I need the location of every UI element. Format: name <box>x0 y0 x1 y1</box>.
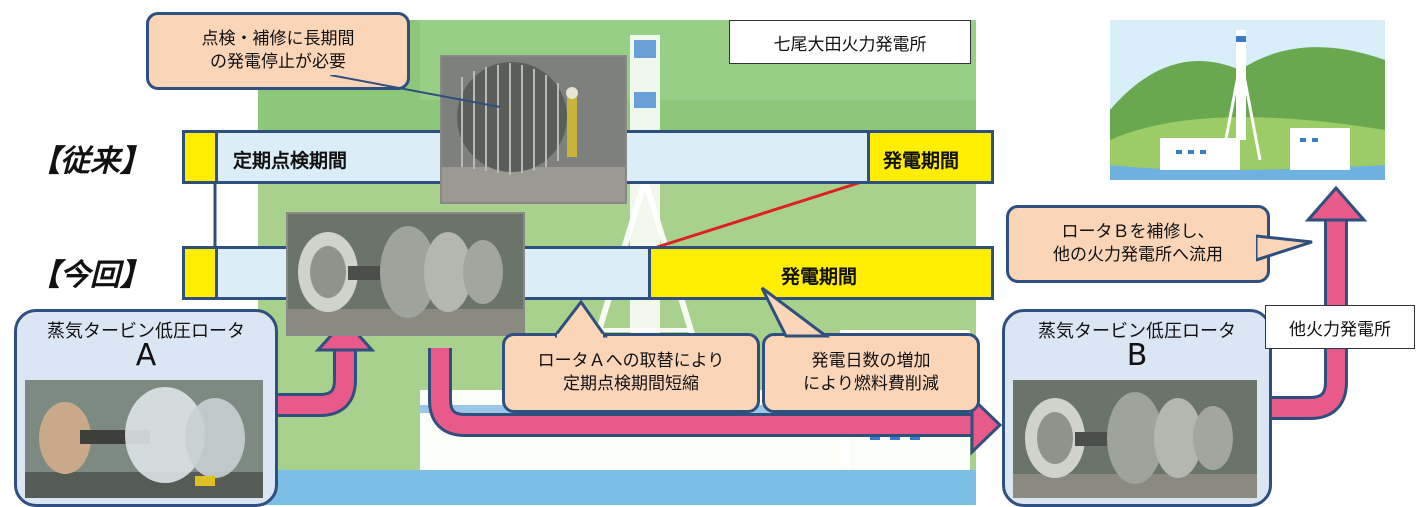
callout-fuel-saving-line-1: 発電日数の増加 <box>811 351 931 372</box>
callout-repair-reuse-line-2: 他の火力発電所へ流用 <box>1053 245 1223 265</box>
era-now-label: 【今回】 <box>30 258 150 293</box>
timeline-now: 発電期間 <box>182 246 994 300</box>
new-rotor-photo <box>286 212 525 336</box>
timeline-before-generation-label: 発電期間 <box>883 150 960 172</box>
timeline-before-start-segment <box>185 133 218 181</box>
callout-shortened-pointer <box>555 299 608 338</box>
callout-repair-reuse-line-1: ロータＢを補修し、 <box>1061 222 1215 243</box>
callout-fuel-saving: 発電日数の増加 により燃料費削減 <box>762 333 980 413</box>
plant-name-label: 七尾大田火力発電所 <box>729 20 971 64</box>
timeline-before-inspection-label: 定期点検期間 <box>233 150 348 172</box>
callout-long-outage: 点検・補修に長期間 の発電停止が必要 <box>146 12 410 90</box>
timeline-now-generation-segment <box>648 249 991 297</box>
timeline-now-generation-label: 発電期間 <box>781 266 858 288</box>
callout-shortened: ロータＡへの取替により 定期点検期間短縮 <box>502 333 760 413</box>
callout-repair-reuse: ロータＢを補修し、 他の火力発電所へ流用 <box>1006 205 1270 283</box>
callout-long-outage-line-2: の発電停止が必要 <box>210 52 346 72</box>
callout-long-outage-pointer <box>330 75 501 108</box>
era-before-label: 【従来】 <box>30 144 150 179</box>
rotor-a-letter: A <box>135 338 157 373</box>
timeline-now-start-segment <box>185 249 218 297</box>
rotor-a-card: 蒸気タービン低圧ロータ A <box>14 309 278 507</box>
callout-long-outage-line-1: 点検・補修に長期間 <box>201 29 355 50</box>
callout-shortened-line-1: ロータＡへの取替により <box>537 351 725 372</box>
rotor-b-title: 蒸気タービン低圧ロータ <box>1038 321 1236 342</box>
callout-fuel-saving-line-2: により燃料費削減 <box>803 374 939 394</box>
rotor-b-card: 蒸気タービン低圧ロータ B <box>1002 309 1272 507</box>
callout-fuel-saving-pointer <box>760 286 830 338</box>
rotor-a-photo <box>25 380 263 498</box>
turbine-inspection-photo <box>440 55 627 204</box>
rotor-b-letter: B <box>1126 338 1148 373</box>
rotor-a-title: 蒸気タービン低圧ロータ <box>47 321 245 342</box>
rotor-b-photo <box>1013 380 1257 498</box>
callout-shortened-line-2: 定期点検期間短縮 <box>563 374 699 394</box>
callout-repair-reuse-pointer <box>1256 234 1313 262</box>
other-plant-label: 他火力発電所 <box>1265 305 1415 349</box>
timeline-before-generation-segment <box>867 133 991 181</box>
